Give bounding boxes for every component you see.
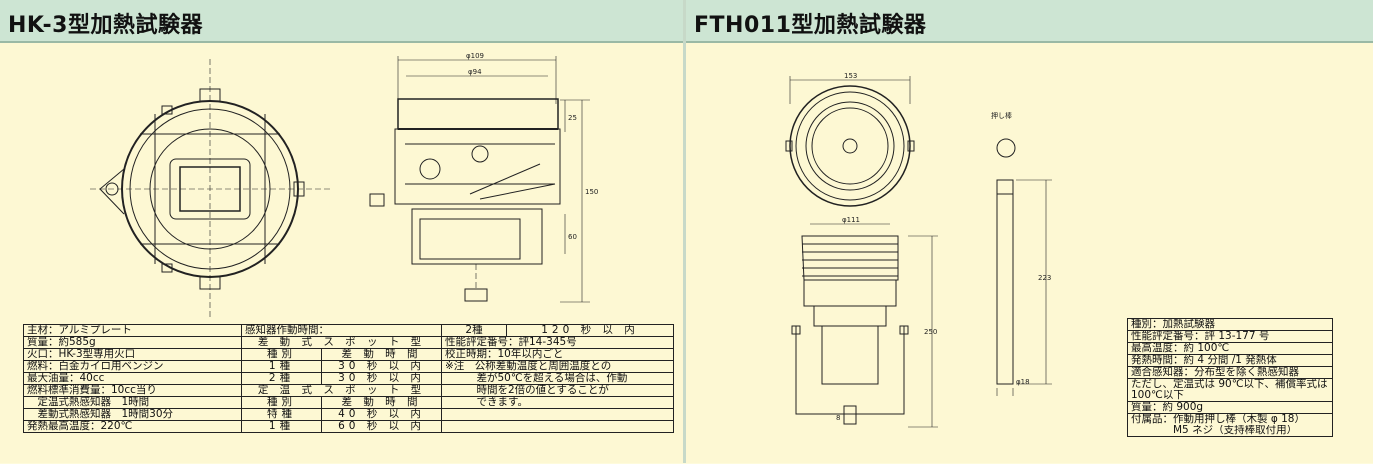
dim-250-label: 250 — [924, 328, 937, 336]
table-row: 差動式熱感知器 1時間30分 特種 40 秒 以 内 — [23, 408, 674, 421]
fth011-title: FTH011型加熱試験器 — [694, 13, 927, 38]
table-row: 最高温度：約 100℃ — [1127, 342, 1333, 355]
fth011-push-rod — [996, 138, 1052, 396]
table-row: 火口：HK-3型専用火口 種別 差 動 時 間 校正時期：10年以内ごと — [23, 348, 674, 361]
table-row: 最大油量：40cc 2種 30 秒 以 内 差が50℃を超える場合は、作動 — [23, 372, 674, 385]
push-rod-label: 押し棒 — [991, 111, 1012, 120]
hk3-drawing: φ109 φ94 25 150 60 — [90, 52, 598, 319]
dim-18-label: φ18 — [1016, 378, 1030, 386]
fth011-header: FTH011型加熱試験器 — [686, 0, 1373, 43]
hk3-spec-table: 主材：アルミプレート 感知器作動時間： 2種 120 秒 以 内 質量：約585… — [23, 324, 674, 433]
table-row: 燃料：白金カイロ用ベンジン 1種 30 秒 以 内 ※注 公称差動温度と周囲温度… — [23, 360, 674, 373]
dim-outer-label: φ109 — [466, 52, 484, 60]
dim-223-label: 223 — [1038, 274, 1051, 282]
table-row: 質量：約 900g — [1127, 401, 1333, 414]
hk3-front-view — [90, 59, 330, 319]
table-row: 質量：約585g 差 動 式 ス ポ ッ ト 型 性能評定番号：評14-345号 — [23, 336, 674, 349]
dim-60-label: 60 — [568, 233, 577, 241]
dim-153-label: 153 — [844, 72, 857, 80]
table-row: 種別：加熱試験器 — [1127, 318, 1333, 331]
table-row: ただし、定温式は 90℃以下、補償率式は — [1131, 378, 1328, 390]
table-row: 燃料標準消費量：10cc当り 定 温 式 ス ポ ッ ト 型 時間を2倍の値とす… — [23, 384, 674, 397]
table-row: 付属品：作動用押し棒（木製 φ 18） — [1131, 413, 1305, 425]
hk3-panel: HK-3型加熱試験器 — [0, 0, 683, 463]
hk3-side-view — [369, 56, 590, 303]
fth011-panel: FTH011型加熱試験器 — [686, 0, 1373, 463]
dim-8-label: 8 — [836, 414, 840, 422]
table-row: 主材：アルミプレート 感知器作動時間： 2種 120 秒 以 内 — [23, 324, 674, 337]
dim-25-label: 25 — [568, 114, 577, 122]
table-row: 適合感知器：分布型を除く熱感知器 — [1127, 366, 1333, 379]
table-row: 発熱最高温度：220℃ 1種 60 秒 以 内 — [23, 420, 674, 433]
table-row: 発熱時間：約 4 分間 /1 発熱体 — [1127, 354, 1333, 367]
hk3-title: HK-3型加熱試験器 — [8, 13, 203, 38]
fth011-side-view — [791, 223, 938, 428]
dim-150-label: 150 — [585, 188, 598, 196]
table-row: 性能評定番号：評 13-177 号 — [1127, 330, 1333, 343]
fth011-drawing: 153 φ111 250 8 押し棒 223 φ18 — [785, 72, 1052, 428]
dim-111-label: φ111 — [842, 216, 860, 224]
dim-inner-label: φ94 — [468, 68, 482, 76]
panel-divider — [683, 0, 686, 463]
fth011-top-view — [785, 76, 915, 207]
fth011-spec-table: 種別：加熱試験器 性能評定番号：評 13-177 号 最高温度：約 100℃ 発… — [1127, 318, 1333, 437]
hk3-header: HK-3型加熱試験器 — [0, 0, 683, 43]
table-row: 100℃以下 — [1127, 390, 1333, 402]
table-row: 定温式熱感知器 1時間 種別 差 動 時 間 できます。 — [23, 396, 674, 409]
table-row: M5 ネジ（支持棒取付用） — [1131, 425, 1298, 436]
